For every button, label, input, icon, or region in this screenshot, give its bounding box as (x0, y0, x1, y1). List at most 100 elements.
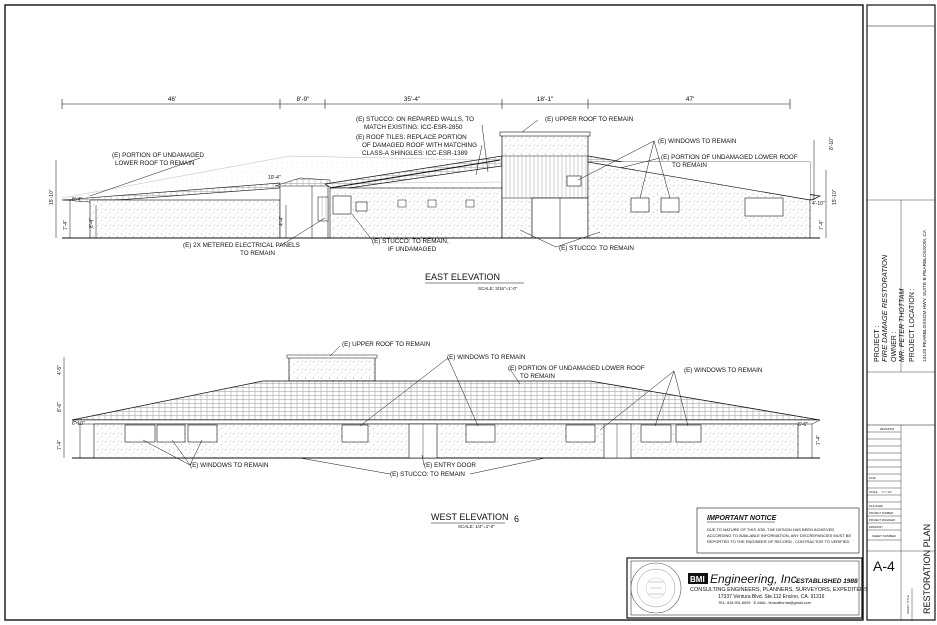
notice-title: IMPORTANT NOTICE (707, 515, 777, 522)
west-note-lower-roof-2: TO REMAIN (520, 373, 555, 380)
east-h-15-10-left: 15'-10" (49, 189, 55, 205)
east-dim-18-1: 18'-1" (537, 96, 554, 103)
west-upper-roof (288, 356, 376, 382)
east-note-stucco-remain-2: IF UNDAMAGED (388, 246, 437, 253)
notice-line-1: DUE TO NATURE OF THIS JOB ,THE DESIGN HA… (707, 527, 834, 532)
east-h-15-10-right: 15'-10" (832, 189, 838, 205)
notice-line-3: REPORTED TO THE ENGINEER OF RECORD , CON… (707, 539, 850, 544)
east-h-7-4-right: 7'-4" (819, 220, 825, 230)
tb-owner-label: OWNER : (891, 331, 898, 362)
tb-scale-value: 3" = 1/4" (882, 490, 892, 494)
east-window (427, 199, 437, 208)
west-h-4-5: 4'-5" (57, 365, 63, 375)
east-note-lower-roof-left: (E) PORTION OF UNDAMAGED (112, 152, 204, 159)
firm-name: Engineering, Inc. (710, 572, 800, 586)
east-middle-wall (329, 187, 503, 239)
west-h-6-10: 6'-10" (72, 421, 85, 427)
east-window (660, 197, 680, 213)
west-note-windows-3: (E) WINDOWS TO REMAIN (190, 462, 269, 469)
west-lower-roof (71, 380, 821, 421)
east-note-panels: (E) 2X METERED ELECTRICAL PANELS (183, 242, 300, 249)
east-h-7-4: 7'-4" (63, 220, 69, 230)
svg-text:BMI: BMI (690, 575, 705, 584)
west-elevation: 4'-5" 8'-6" 6'-10" 7'-4" 6'-6" 7'-4" (E)… (57, 341, 822, 529)
east-elevation: 46' 8'-9" 35'-4" 18'-1" 47' (49, 96, 838, 291)
tb-project-number: PROJECT NUMBER (869, 511, 893, 515)
east-electrical-panels (317, 196, 329, 222)
engineer-seal (630, 562, 682, 614)
east-note-lower-roof-right-2: TO REMAIN (672, 162, 707, 169)
east-h-8-4: 8'-4" (72, 197, 82, 203)
east-dim-47: 47' (686, 96, 694, 103)
west-note-entry: (E) ENTRY DOOR (424, 462, 476, 469)
firm-line-2: 17337 Ventura Blvd. Ste.112 Encino, CA. … (718, 594, 825, 600)
east-note-stucco-remain: (E) STUCCO: TO REMAIN, (372, 238, 449, 245)
east-note-roof-tiles: (E) ROOF TILES: REPLACE PORTION (356, 134, 467, 141)
title-block: PROJECT : FIRE DAMAGE RESTORATION OWNER … (866, 4, 936, 621)
important-notice: IMPORTANT NOTICE DUE TO NATURE OF THIS J… (696, 507, 860, 554)
tb-date: DATE (869, 476, 876, 480)
sheet-border (4, 4, 864, 621)
east-note-stucco-walls-2: MATCH EXISTING: ICC-ESR-2850 (364, 124, 463, 131)
east-window (332, 195, 352, 215)
east-note-roof-tiles-2: OF DAMAGED ROOF WITH MATCHING (362, 142, 477, 149)
east-window (465, 199, 475, 208)
east-left-wall (89, 199, 281, 239)
east-note-lower-roof-left-2: LOWER ROOF TO REMAIN (115, 160, 195, 167)
firm-line-3: TEL: 818.901.8009 · E-MAIL: bmicaliforni… (718, 601, 811, 605)
east-window (744, 197, 784, 217)
east-tower-roof-cap (499, 131, 591, 137)
east-note-upper-roof: (E) UPPER ROOF TO REMAIN (545, 116, 634, 123)
west-window (187, 424, 218, 443)
west-note-lower-roof: (E) PORTION OF UNDAMAGED LOWER ROOF (508, 365, 645, 372)
east-dim-35-4: 35'-4" (404, 96, 421, 103)
east-h-10-4: 10'-4" (268, 175, 281, 181)
west-h-6-6: 6'-6" (798, 422, 808, 428)
west-note-windows-2: (E) WINDOWS TO REMAIN (684, 367, 763, 374)
east-note-stucco-walls: (E) STUCCO: ON REPAIRED WALLS, TO (356, 116, 474, 123)
east-h-4-10: 4'-10" (812, 201, 825, 207)
east-note-roof-tiles-3: CLASS-A SHINGLES: ICC-ESR-1389 (362, 150, 468, 157)
west-scale: SCALE: 1/4"=1'-0" (458, 524, 495, 529)
east-note-stucco-right: (E) STUCCO: TO REMAIN (559, 245, 634, 252)
tb-location-label: PROJECT LOCATION : (909, 288, 916, 362)
west-h-8-6: 8'-6" (57, 402, 63, 412)
east-dimension-line (61, 99, 791, 109)
west-window (565, 424, 596, 443)
east-dim-46: 46' (168, 96, 176, 103)
tb-scale: SCALE (869, 490, 878, 494)
tb-file-name: FILE NAME (869, 504, 883, 508)
tb-owner: MR. PETER THOTTAM (899, 288, 906, 362)
west-window (465, 424, 496, 443)
east-window (355, 201, 368, 212)
tb-sheet-title: RESTORATION PLAN (922, 524, 932, 614)
tb-sheet-number: A-4 (873, 558, 895, 574)
east-scale: SCALE: 3/16"=1'-0" (478, 286, 518, 291)
west-window (341, 424, 369, 443)
east-annex-roof (274, 177, 331, 187)
east-window (630, 197, 650, 213)
east-note-lower-roof-right: (E) PORTION OF UNDAMAGED LOWER ROOF (661, 154, 798, 161)
west-fascia (71, 419, 821, 425)
east-stucco-repair-line (329, 159, 501, 189)
west-window (640, 424, 672, 443)
west-note-windows-1: (E) WINDOWS TO REMAIN (447, 354, 526, 361)
tb-location: 13120 PEARBLOSSOM HWY. SUITE B PEARBLOSS… (922, 229, 928, 362)
west-title: WEST ELEVATION (431, 512, 509, 522)
west-window (124, 424, 156, 443)
west-entry-door (603, 423, 632, 459)
east-note-windows: (E) WINDOWS TO REMAIN (658, 138, 737, 145)
tb-drawn-by: DRAWN BY (869, 525, 883, 529)
east-h-8-4-b: 8'-4" (89, 218, 95, 228)
west-window (675, 424, 702, 443)
bmi-logo: BMI (688, 573, 708, 584)
tb-sheet-number-label: SHEET NUMBER (872, 534, 897, 538)
east-note-panels-2: TO REMAIN (240, 250, 275, 257)
east-window (566, 175, 582, 187)
west-note-upper-roof: (E) UPPER ROOF TO REMAIN (342, 341, 431, 348)
east-title: EAST ELEVATION (425, 272, 500, 282)
tb-project: FIRE DAMAGE RESTORATION (880, 254, 889, 362)
firm-line-1: CONSULTING ENGINEERS, PLANNERS, SURVEYOR… (690, 587, 868, 593)
tb-revisions: REVISIONS (880, 427, 894, 431)
